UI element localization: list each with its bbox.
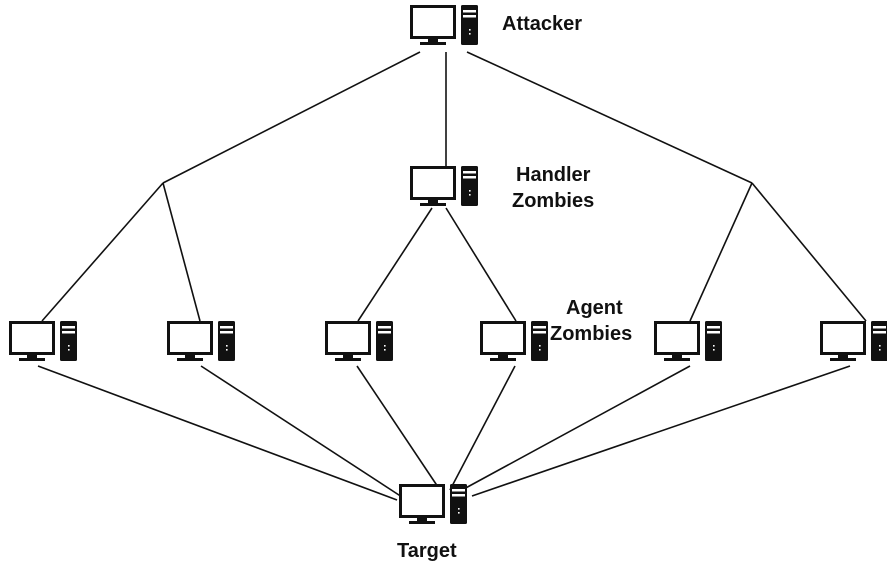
monitor-screen [480, 321, 526, 355]
target-label: Target [397, 540, 457, 562]
drive-bay [220, 326, 233, 329]
power-led [458, 512, 460, 514]
power-led [469, 29, 471, 31]
connection-line [41, 182, 164, 322]
power-led [226, 349, 228, 351]
drive-bay [463, 171, 476, 174]
agent-5-computer-icon [654, 321, 722, 361]
power-led [713, 349, 715, 351]
drive-bay [378, 331, 391, 334]
drive-bay [533, 326, 546, 329]
edges [37, 51, 867, 501]
power-led [879, 345, 881, 347]
power-led [68, 345, 70, 347]
power-led [226, 345, 228, 347]
power-led [458, 508, 460, 510]
handler-computer-icon [410, 166, 478, 206]
connection-line [37, 365, 398, 501]
agent-1-computer-icon [9, 321, 77, 361]
monitor-neck [343, 354, 353, 358]
monitor-base [409, 521, 435, 524]
drive-bay [873, 326, 886, 329]
connection-line [751, 182, 867, 322]
connection-line [461, 365, 691, 491]
drive-bay [707, 326, 720, 329]
monitor-screen [654, 321, 700, 355]
power-led [713, 345, 715, 347]
connection-line [200, 365, 403, 498]
agent-label-line2: Zombies [550, 323, 633, 345]
monitor-neck [428, 38, 438, 42]
connection-line [689, 182, 753, 322]
monitor-neck [498, 354, 508, 358]
monitor-neck [672, 354, 682, 358]
power-led [469, 190, 471, 192]
connection-line [356, 365, 441, 491]
monitor-screen [410, 166, 456, 200]
connection-line [357, 207, 433, 322]
power-led [539, 345, 541, 347]
drive-bay [452, 489, 465, 492]
power-led [384, 345, 386, 347]
connection-line [449, 365, 516, 491]
drive-bay [62, 326, 75, 329]
agent-2-computer-icon [167, 321, 235, 361]
monitor-base [420, 203, 446, 206]
drive-bay [873, 331, 886, 334]
connection-line [471, 365, 851, 497]
monitor-base [490, 358, 516, 361]
agent-4-computer-icon [480, 321, 548, 361]
monitor-screen [325, 321, 371, 355]
agent-3-computer-icon [325, 321, 393, 361]
monitor-base [335, 358, 361, 361]
monitor-base [664, 358, 690, 361]
drive-bay [463, 10, 476, 13]
attacker-label: Attacker [502, 13, 583, 35]
power-led [539, 349, 541, 351]
handler-label-line1: Handler [516, 164, 591, 186]
monitor-base [420, 42, 446, 45]
drive-bay [533, 331, 546, 334]
monitor-base [830, 358, 856, 361]
target-computer-icon [399, 484, 467, 524]
drive-bay [463, 176, 476, 179]
power-led [469, 33, 471, 35]
monitor-neck [27, 354, 37, 358]
monitor-neck [838, 354, 848, 358]
connection-line [162, 51, 421, 184]
power-led [68, 349, 70, 351]
connection-line [162, 182, 201, 322]
monitor-screen [167, 321, 213, 355]
monitor-neck [417, 517, 427, 521]
agent-label-line1: Agent [566, 297, 623, 319]
monitor-neck [185, 354, 195, 358]
monitor-screen [9, 321, 55, 355]
monitor-screen [410, 5, 456, 39]
drive-bay [452, 494, 465, 497]
connection-line [445, 207, 517, 322]
monitor-neck [428, 199, 438, 203]
nodes [9, 5, 887, 524]
drive-bay [62, 331, 75, 334]
monitor-screen [820, 321, 866, 355]
handler-label-line2: Zombies [512, 190, 595, 212]
power-led [469, 194, 471, 196]
monitor-base [19, 358, 45, 361]
power-led [879, 349, 881, 351]
drive-bay [378, 326, 391, 329]
monitor-screen [399, 484, 445, 518]
drive-bay [220, 331, 233, 334]
attacker-computer-icon [410, 5, 478, 45]
agent-6-computer-icon [820, 321, 887, 361]
drive-bay [463, 15, 476, 18]
monitor-base [177, 358, 203, 361]
connection-line [466, 51, 753, 184]
power-led [384, 349, 386, 351]
drive-bay [707, 331, 720, 334]
